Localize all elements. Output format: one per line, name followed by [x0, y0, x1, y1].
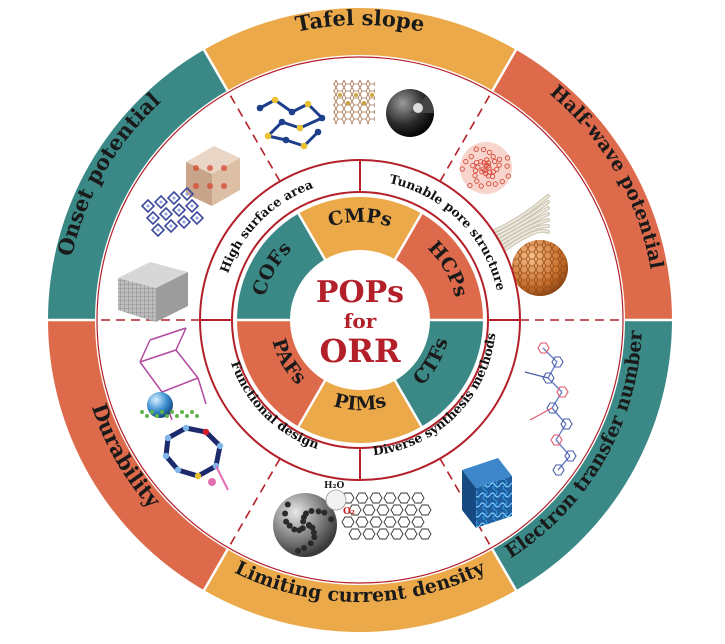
honeycomb-sphere-image	[512, 240, 568, 296]
cubic-block-image	[118, 262, 188, 322]
ring-molecule-image	[162, 424, 229, 491]
carbon-sphere-catalyst-image: H₂O O₂	[273, 481, 355, 557]
outer-separator	[490, 48, 518, 92]
inner-segment-cofs	[237, 213, 325, 320]
outer-segment-onset-potential	[48, 49, 228, 320]
center-title-orr: ORR	[319, 332, 400, 370]
outer-segment-electron-transfer-number	[492, 320, 672, 591]
porous-particle-cluster-image	[459, 142, 512, 194]
center-title-for: for	[344, 309, 377, 333]
oxygen-label: O₂	[343, 507, 355, 517]
porous-crystal-image	[186, 146, 240, 206]
outer-segment-tafel-slope	[204, 7, 516, 91]
inner-segment-cmps	[298, 196, 422, 260]
hollow-sphere-image	[386, 89, 434, 137]
inner-label-pims: PIMs	[332, 390, 389, 416]
outer-segment-limiting-current-density	[204, 549, 516, 632]
inner-separator	[393, 379, 424, 429]
center-disc	[292, 252, 428, 388]
inner-separator	[296, 379, 327, 429]
inner-segment-hcps	[395, 213, 483, 320]
band-divider	[227, 91, 281, 182]
lattice-cage-image	[139, 327, 207, 421]
outer-separator	[202, 548, 230, 592]
band-divider	[439, 91, 493, 182]
center-title-pops: POPs	[316, 275, 404, 310]
water-label: H₂O	[324, 481, 344, 491]
framework-mesh-image	[140, 186, 205, 238]
outer-band-border	[96, 56, 624, 584]
molecular-network-image	[341, 492, 432, 540]
band-divider	[227, 458, 281, 549]
covalent-framework-strands-image	[256, 96, 326, 150]
inner-segment-pims	[298, 380, 422, 443]
outer-separator	[490, 548, 518, 592]
inner-separator	[296, 211, 327, 261]
porous-cube-image	[462, 458, 512, 528]
inner-segment-pafs	[237, 320, 325, 427]
outer-separator	[202, 48, 230, 92]
inner-separator	[393, 211, 424, 261]
fiber-bundle-image	[490, 194, 550, 252]
nanosheet-layer-image	[333, 80, 375, 124]
outer-segment-durability	[48, 320, 228, 591]
outer-segment-half-wave-potential	[492, 49, 673, 320]
inner-segment-ctfs	[395, 320, 483, 427]
branched-polymer-image	[524, 342, 577, 476]
